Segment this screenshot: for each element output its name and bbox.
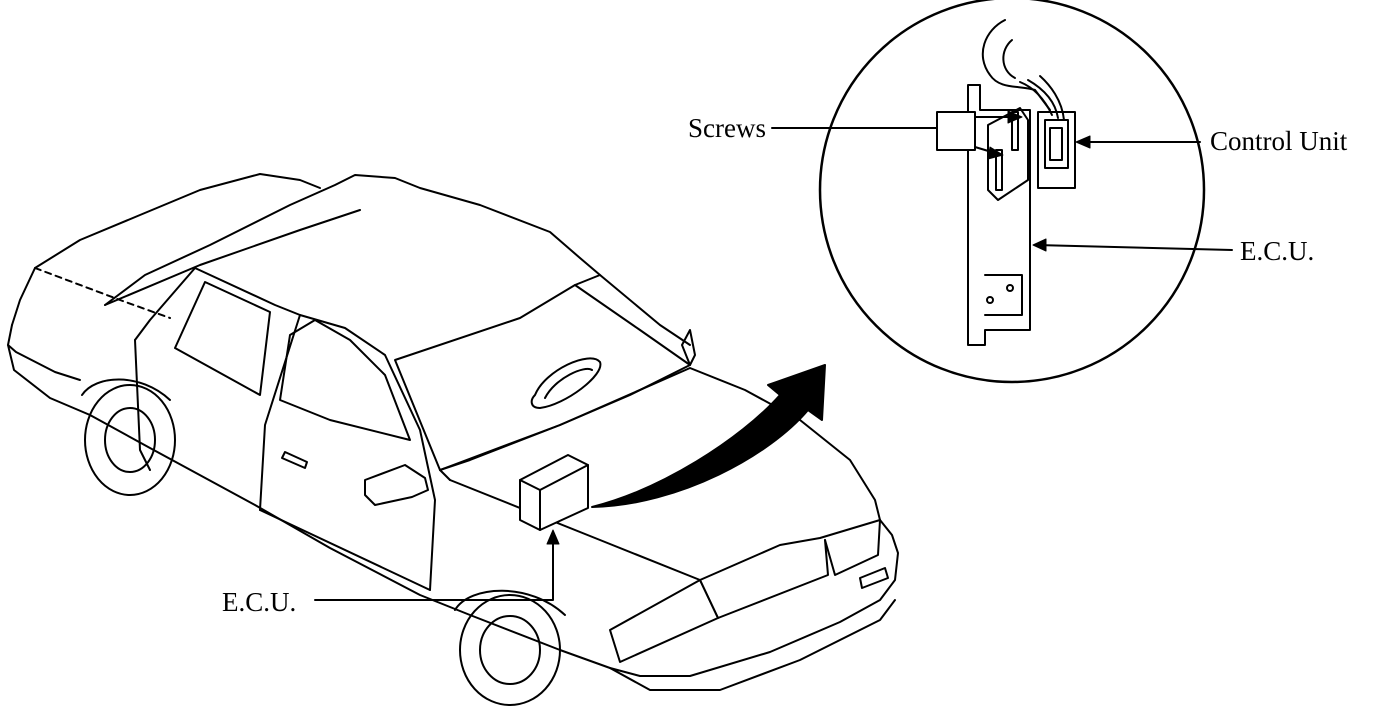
side-mirror: [364, 464, 429, 506]
car-body-outline: [7, 324, 899, 677]
rear-wheel: [81, 378, 176, 496]
front-door: [299, 314, 436, 591]
rear-door: [134, 267, 301, 511]
control-unit: [1037, 111, 1076, 189]
arrow-heads: [546, 110, 1091, 545]
door-handle-front: [281, 451, 308, 469]
headlight-right: [824, 519, 881, 576]
mount-plate: [987, 107, 1029, 201]
curved-arrow: [591, 364, 826, 508]
screws-label: Screws: [688, 113, 768, 143]
leader-lines: [314, 116, 1233, 601]
control-unit-label: Control Unit: [1208, 126, 1348, 156]
front-wheel: [454, 589, 566, 706]
wipers: [530, 357, 602, 409]
front-bumper: [609, 599, 896, 691]
ecu-car-label: E.C.U.: [222, 587, 299, 617]
ecu-bracket: [967, 84, 1031, 346]
car-roof: [104, 174, 601, 306]
headlight-left: [609, 579, 719, 663]
car-trunk: [11, 173, 321, 326]
rear-bumper: [7, 344, 81, 381]
ecu-detail-label: E.C.U.: [1238, 236, 1315, 266]
screws-callout-box: [936, 111, 976, 151]
ecu-box-on-car: [519, 454, 589, 531]
magnified-detail-circle: [818, 0, 1206, 384]
wire-harness: [981, 19, 1051, 111]
